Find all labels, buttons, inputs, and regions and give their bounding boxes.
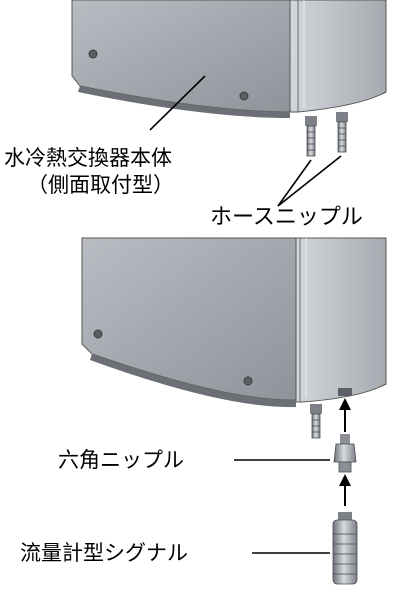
hose-nipple-left: [305, 116, 317, 157]
leader-line-unit: [149, 75, 206, 131]
label-side-mount-type: （側面取付型）: [27, 173, 174, 197]
screw: [239, 91, 249, 101]
heat-exchanger-unit-bottom: [81, 237, 387, 408]
hose-nipple-right: [336, 112, 348, 153]
label-heat-exchanger-unit: 水冷熱交換器本体: [4, 146, 172, 170]
screw: [243, 376, 253, 386]
unit-front-face: [71, 0, 291, 113]
leader-line-hose-left: [277, 159, 312, 207]
flow-meter-signal: [332, 512, 358, 585]
assembly-arrow-lower: [339, 474, 351, 506]
screw: [88, 49, 98, 59]
hex-nipple: [333, 434, 357, 473]
label-hose-nipple: ホースニップル: [210, 205, 363, 230]
unit-side-panel: [295, 237, 387, 403]
heat-exchanger-unit-top: [71, 0, 387, 118]
leader-line-hose-right: [277, 155, 342, 207]
unit-front-face: [81, 237, 297, 401]
assembly-arrow-upper: [339, 398, 351, 432]
label-hex-nipple: 六角ニップル: [58, 448, 184, 472]
label-flow-meter-signal: 流量計型シグナル: [20, 541, 188, 565]
hose-nipples-top: [305, 112, 348, 157]
screw: [93, 329, 103, 339]
hose-nipple-bottom: [310, 404, 322, 439]
outlet-port: [338, 388, 352, 396]
